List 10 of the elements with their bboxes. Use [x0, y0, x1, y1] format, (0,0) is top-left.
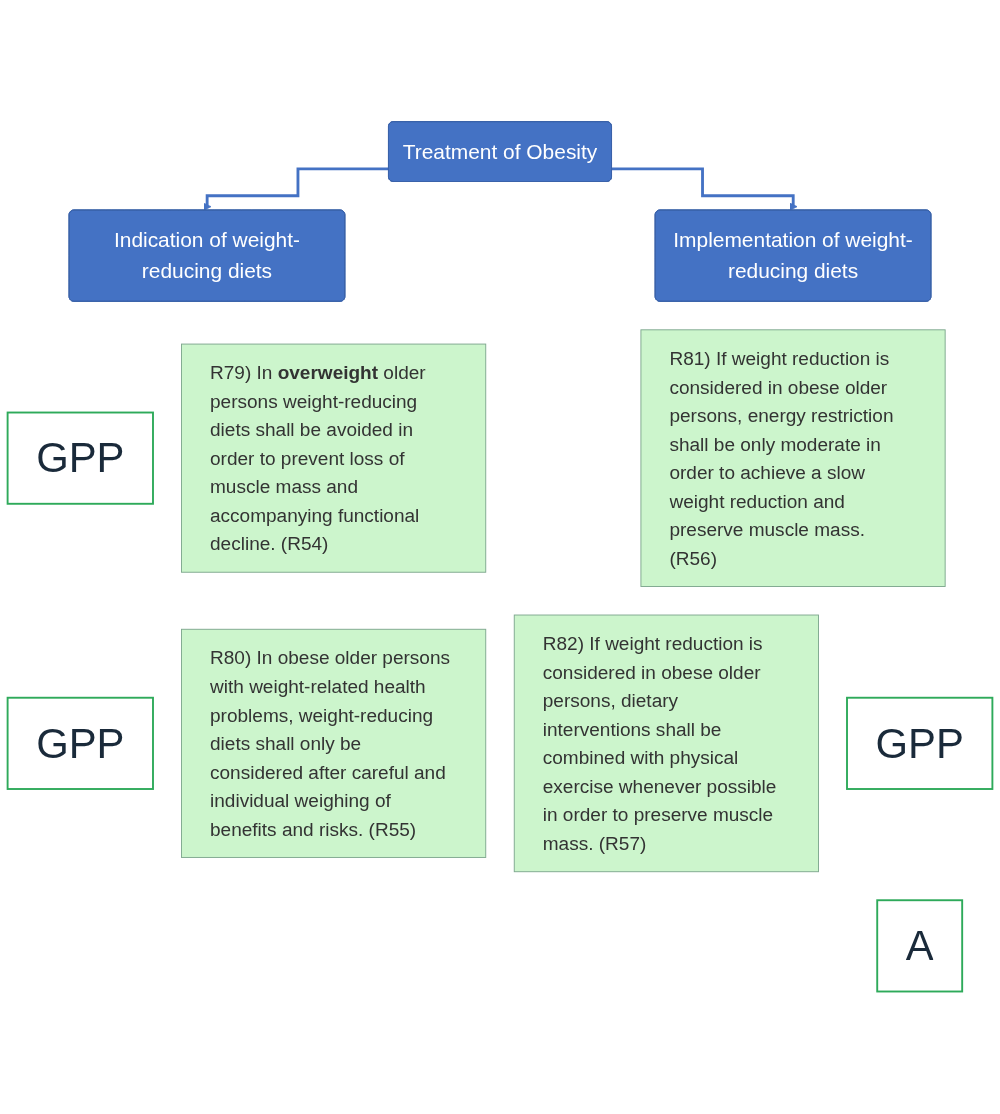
node-box: A — [876, 899, 964, 993]
node-box: GPP — [6, 697, 154, 791]
arrow — [203, 167, 389, 212]
node-box: R80) In obese older persons with weight-related health problems, weight-reducing diets shall only be considered after careful and individual weighing of benefits and risks. (R55) — [181, 629, 487, 859]
node-box: R79) In overweight older persons weight-reducing diets shall be avoided in order to prevent loss of muscle mass and accompanying functional decline. (R54) — [181, 344, 487, 574]
node-box: GPP — [846, 697, 994, 791]
node-box: R81) If weight reduction is considered in obese older persons, energy restriction shall be only moderate in order to achieve a slow weight reduction and preserve muscle mass. (R56) — [640, 329, 946, 588]
node-box: GPP — [6, 412, 154, 506]
arrow — [612, 167, 798, 212]
node-box: R82) If weight reduction is considered in obese older persons, dietary interventions shall be combined with physical exercise whenever possible in order to preserve muscle mass. (R57) — [513, 615, 819, 873]
